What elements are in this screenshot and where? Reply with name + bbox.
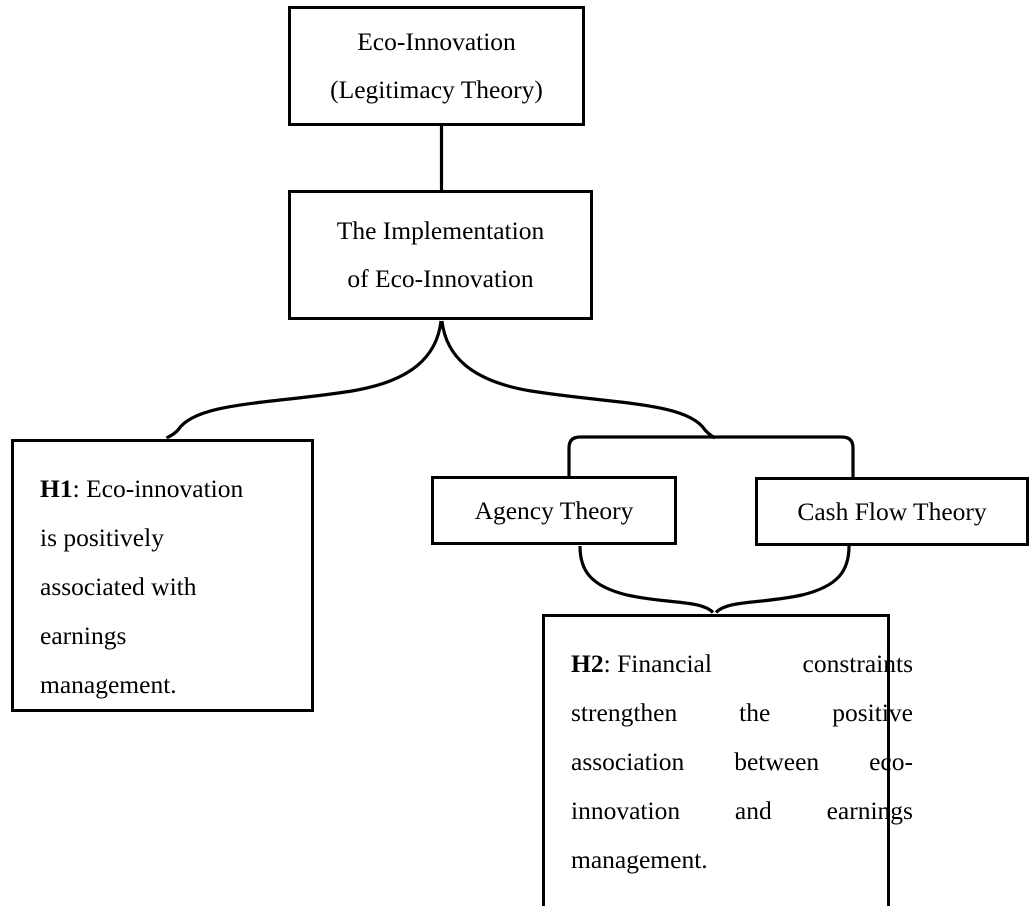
connector-implementation-to-theories [440,320,716,440]
node-h2-line-1-word-2: constraints [802,649,913,678]
node-cash-flow-theory[interactable]: Cash Flow Theory [755,477,1029,546]
node-hypothesis-h2-content: H2: Financial constraints strengthen the… [545,617,937,906]
node-agency-theory-content: Agency Theory [434,479,674,542]
node-h1-tag: H1 [40,474,73,503]
node-cash-flow-theory-label: Cash Flow Theory [797,496,987,526]
node-hypothesis-h1[interactable]: H1: Eco-innovation is positively associa… [11,439,314,712]
node-implementation-line-1: The Implementation [336,216,545,245]
node-implementation-content: The Implementation of Eco-Innovation [291,193,590,317]
node-h2-line-2-word-1: strengthen [571,698,678,727]
node-h1-line-5: management. [40,670,177,699]
connector-implementation-to-h1 [165,320,443,440]
node-h1-line-1-rest: Eco-innovation [79,474,244,503]
node-agency-theory[interactable]: Agency Theory [431,476,677,545]
connector-agency-theory-to-h2 [578,545,715,614]
node-h2-line-5: management. [571,845,708,874]
node-h2-line-2: strengthen the positive [571,688,913,737]
node-h2-line-4: innovation and earnings [571,786,913,835]
node-implementation[interactable]: The Implementation of Eco-Innovation [288,190,593,320]
node-eco-innovation[interactable]: Eco-Innovation (Legitimacy Theory) [288,6,585,126]
node-eco-innovation-line-2: (Legitimacy Theory) [330,75,543,104]
node-h2-line-2-word-3: positive [832,698,913,727]
node-hypothesis-h1-content: H1: Eco-innovation is positively associa… [14,442,361,731]
node-h2-line-3-word-3: eco- [869,747,913,776]
node-h2-line-1: H2: Financial constraints [571,639,913,688]
node-h1-separator: : [72,474,80,503]
node-h1-line-1: H1: Eco-innovation [40,464,337,513]
node-h2-tag: H2 [571,649,604,678]
node-h2-line-4-word-3: earnings [826,796,913,825]
node-h2-line-2-word-2: the [739,698,771,727]
node-h1-line-3: associated with [40,572,197,601]
node-h2-line-1-a: H2: Financial [571,639,712,688]
node-h2-line-3-word-2: between [734,747,820,776]
node-h1-line-4: earnings [40,621,127,650]
node-implementation-line-2: of Eco-Innovation [347,264,534,293]
node-cash-flow-theory-content: Cash Flow Theory [758,480,1026,543]
node-h2-line-3-word-1: association [571,747,685,776]
node-h2-line-1-word-1: Financial [610,649,712,678]
node-h2-line-4-word-2: and [734,796,772,825]
node-h1-line-2: is positively [40,523,164,552]
node-agency-theory-label: Agency Theory [474,495,634,525]
node-h2-separator: : [603,649,611,678]
node-h2-line-4-word-1: innovation [571,796,681,825]
node-eco-innovation-content: Eco-Innovation (Legitimacy Theory) [291,9,582,123]
connector-theory-bracket [567,435,855,477]
node-hypothesis-h2[interactable]: H2: Financial constraints strengthen the… [542,614,913,906]
node-eco-innovation-line-1: Eco-Innovation [357,27,516,56]
connector-cash-flow-theory-to-h2 [714,545,851,614]
node-h2-line-3: association between eco- [571,737,913,786]
